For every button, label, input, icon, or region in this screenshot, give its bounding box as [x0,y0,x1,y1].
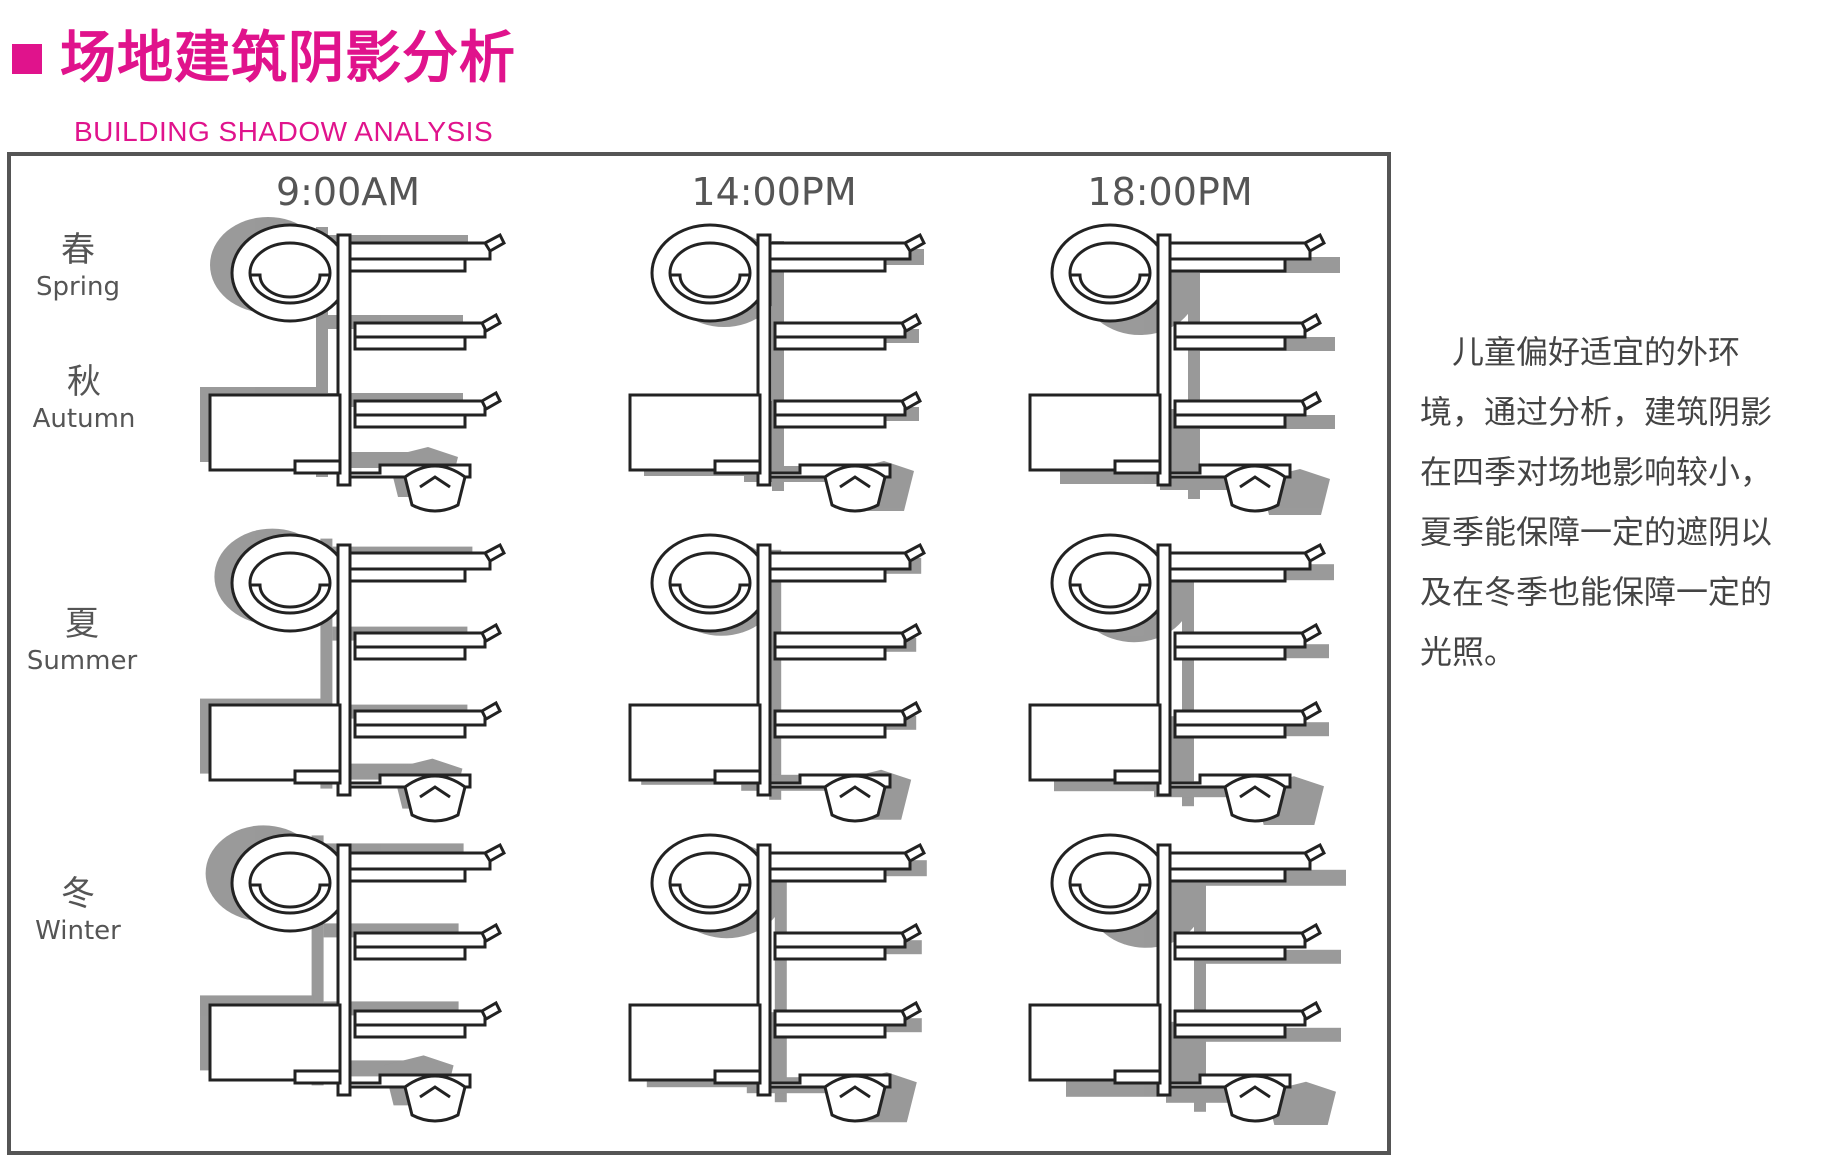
shadow-plan-winter-1400 [620,825,950,1123]
shadow-plan-winter-0900 [200,825,530,1123]
season-en: Autumn [32,404,136,434]
shadow-plan-summer-1800 [1020,525,1350,825]
site-plan-drawing [200,217,506,513]
season-cn: 夏 [65,604,99,644]
description-line: 在四季对场地影响较小， [1420,453,1773,491]
season-cn: 秋 [67,362,101,402]
site-plan-drawing [200,825,506,1123]
shadow-plan-summer-0900 [200,525,530,823]
description-line: 夏季能保障一定的遮阴以 [1420,513,1773,551]
shadow-plan-spring-autumn-1400 [620,215,950,513]
season-en: Winter [35,916,121,946]
shadow-plan-summer-1400 [620,525,950,823]
site-plan-drawing [628,533,926,823]
page-subtitle: BUILDING SHADOW ANALYSIS [74,116,494,147]
season-label-winter: 冬 Winter [8,874,148,948]
description-line: 及在冬季也能保障一定的 [1420,573,1773,611]
site-plan-drawing [1028,533,1334,825]
shadow-plan-spring-autumn-0900 [200,215,530,513]
season-en: Spring [36,272,120,302]
site-plan-drawing [628,833,927,1123]
site-plan-drawing [628,223,926,513]
title-square-icon [12,44,42,74]
season-cn: 春 [61,230,95,270]
site-plan-drawing [1028,223,1340,515]
site-plan-drawing [200,528,506,823]
time-header-0900: 9:00AM [275,170,421,214]
season-label-summer: 夏 Summer [12,604,152,678]
title-block: 场地建筑阴影分析 BUILDING SHADOW ANALYSIS [12,24,516,147]
shadow-plan-winter-1800 [1020,825,1350,1125]
shadow-plan-spring-autumn-1800 [1020,215,1350,515]
description-text: 儿童偏好适宜的外环 境，通过分析，建筑阴影 在四季对场地影响较小， 夏季能保障一… [1420,322,1815,682]
season-label-spring: 春 Spring [8,230,148,304]
season-label-autumn: 秋 Autumn [14,362,154,436]
season-cn: 冬 [61,874,95,914]
diagram-frame [7,152,1391,1155]
page-title: 场地建筑阴影分析 [60,26,516,91]
description-line: 儿童偏好适宜的外环 [1420,333,1741,371]
description-line: 境，通过分析，建筑阴影 [1420,393,1773,431]
season-en: Summer [26,646,138,676]
time-header-1800: 18:00PM [1087,170,1253,214]
description-line: 光照。 [1420,633,1517,671]
time-header-1400: 14:00PM [691,170,857,214]
site-plan-drawing [1028,833,1346,1125]
